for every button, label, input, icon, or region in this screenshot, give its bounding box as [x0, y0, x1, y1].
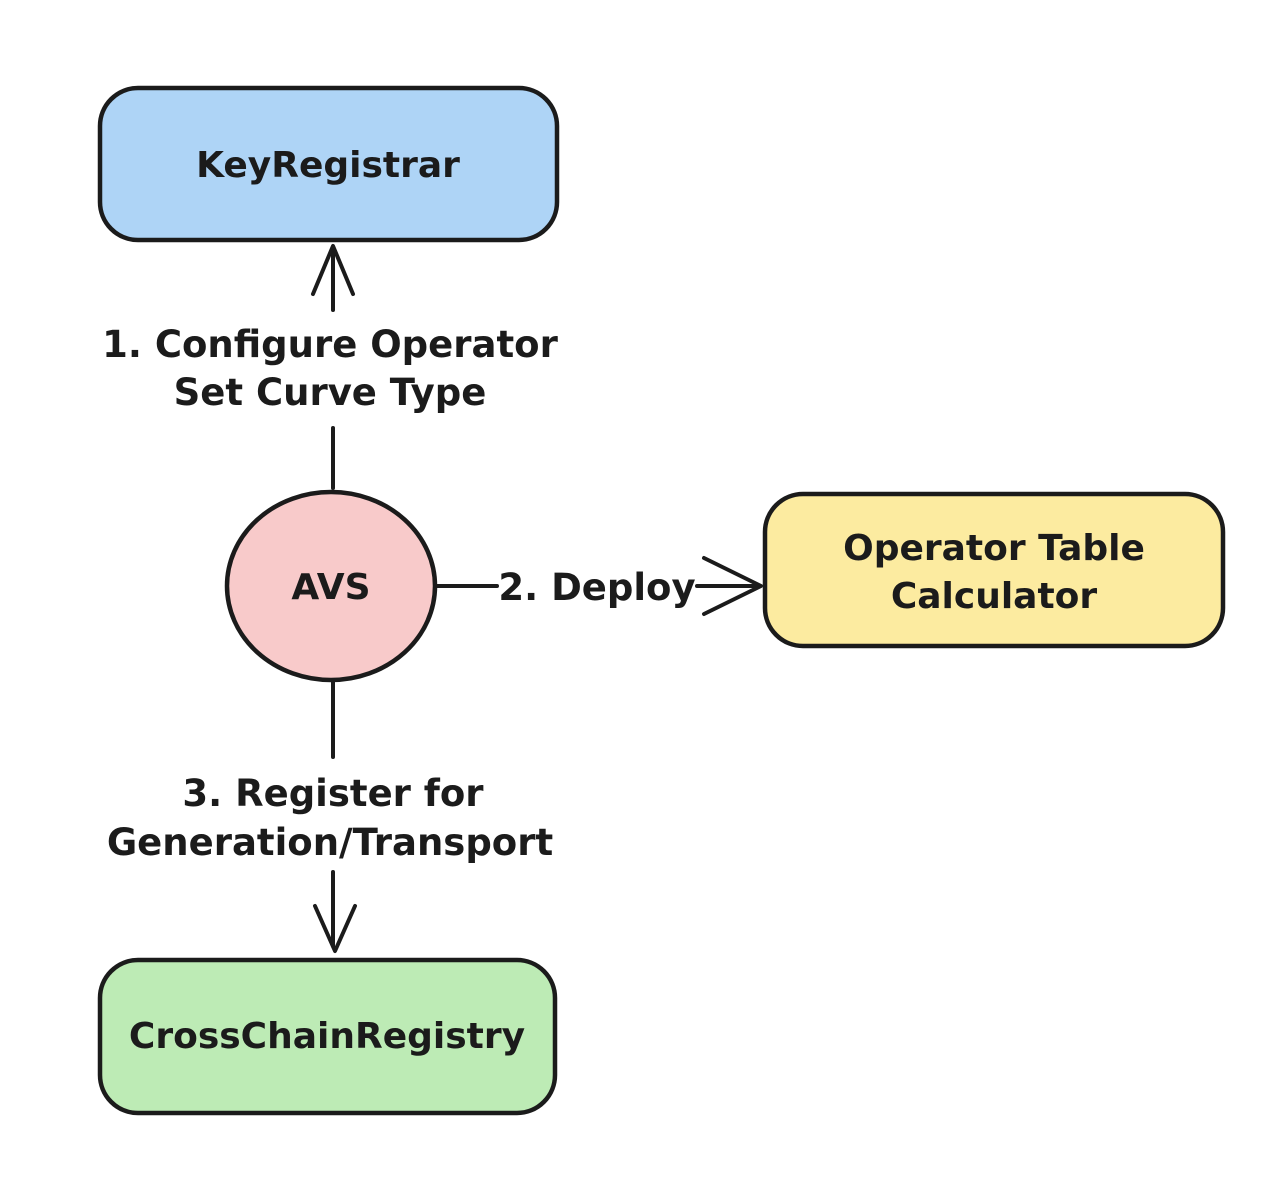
edge-deploy: 2. Deploy: [433, 556, 763, 616]
edge-configure-operator-set-curve-type: 1. Configure Operator Set Curve Type: [102, 244, 559, 490]
node-key-registrar: KeyRegistrar: [97, 85, 560, 243]
edge1-label-line1: 1. Configure Operator: [102, 323, 558, 366]
node-avs: AVS: [224, 489, 438, 683]
arrowhead-right-icon: [702, 556, 763, 616]
cross-chain-registry-label: CrossChainRegistry: [129, 1016, 525, 1057]
cross-chain-registry-box: [97, 957, 558, 1116]
operator-table-calculator-label-line1: Operator Table: [843, 528, 1145, 569]
arrowhead-up-icon: [311, 244, 355, 296]
edge-register-for-generation-transport: 3. Register for Generation/Transport: [107, 678, 553, 953]
node-operator-table-calculator: Operator Table Calculator: [762, 491, 1226, 649]
operator-table-calculator-box: [762, 491, 1226, 649]
operator-table-calculator-label-line2: Calculator: [891, 576, 1098, 617]
edge3-label-line2: Generation/Transport: [107, 821, 553, 864]
arrowhead-down-icon: [313, 904, 357, 953]
node-cross-chain-registry: CrossChainRegistry: [97, 957, 558, 1116]
avs-label: AVS: [291, 567, 370, 608]
edge1-label-line2: Set Curve Type: [174, 371, 487, 414]
key-registrar-label: KeyRegistrar: [196, 145, 460, 186]
key-registrar-box: [97, 85, 560, 243]
edge2-label: 2. Deploy: [498, 566, 695, 609]
edge3-label-line1: 3. Register for: [182, 772, 484, 815]
